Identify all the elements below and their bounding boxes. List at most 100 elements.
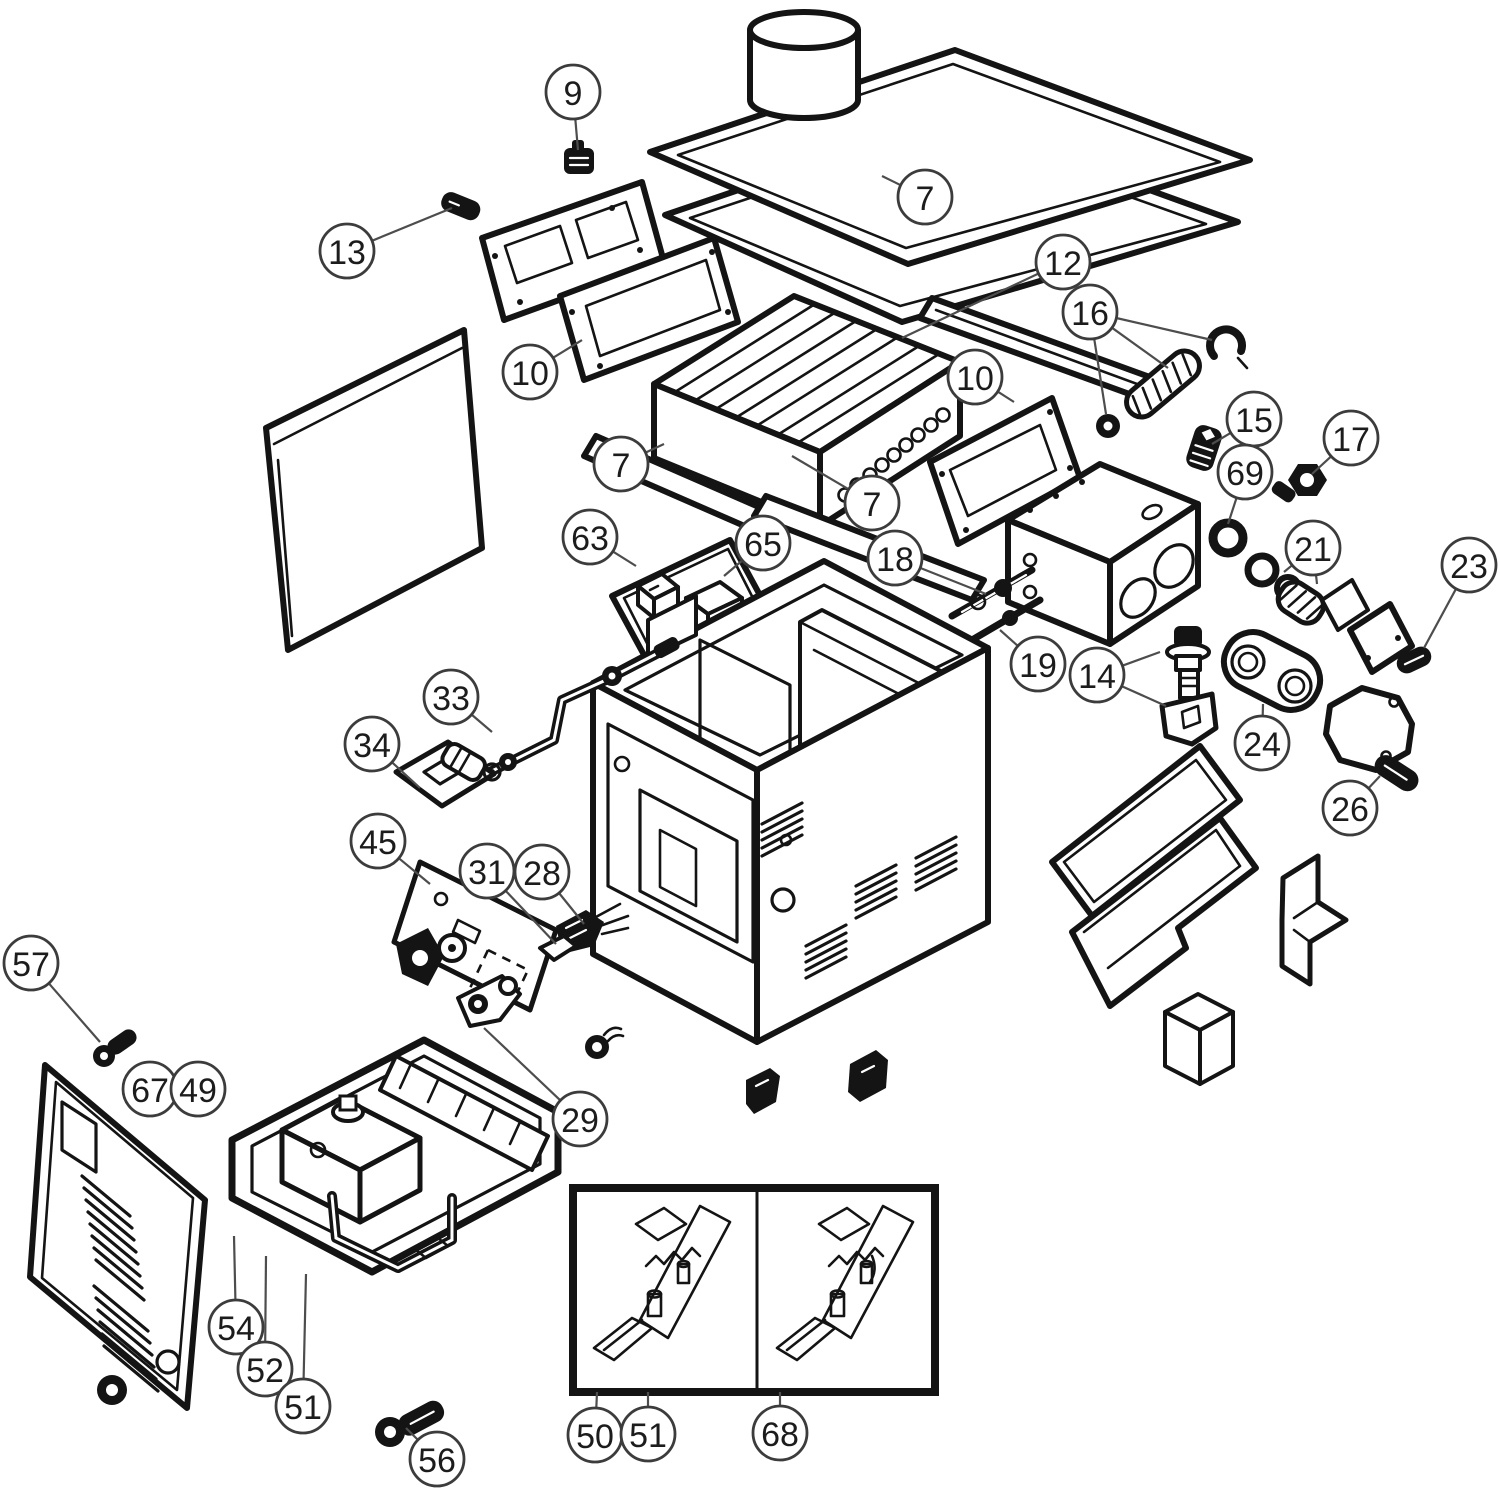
cabinet-feet bbox=[746, 1050, 888, 1114]
callout-45: 45 bbox=[349, 812, 431, 885]
spring bbox=[1124, 348, 1202, 420]
pilot-detail-inset bbox=[569, 1184, 939, 1396]
callout-12: 12 bbox=[901, 233, 1092, 339]
callout-52: 52 bbox=[236, 1255, 294, 1398]
callout-18: 18 bbox=[866, 529, 987, 596]
leader-line bbox=[470, 713, 493, 733]
leader-line bbox=[1226, 497, 1238, 525]
callout-number: 57 bbox=[12, 946, 50, 984]
leader-line bbox=[1111, 326, 1169, 369]
leader-line bbox=[371, 206, 453, 242]
leader-line bbox=[1423, 588, 1458, 649]
leader-line bbox=[574, 118, 580, 151]
callout-balloon bbox=[592, 435, 650, 493]
callout-balloon bbox=[408, 1430, 466, 1488]
callout-number: 51 bbox=[629, 1417, 667, 1455]
callout-number: 15 bbox=[1235, 402, 1273, 440]
callout-number: 49 bbox=[179, 1072, 217, 1110]
callout-50: 50 bbox=[566, 1391, 624, 1464]
callout-balloon bbox=[274, 1377, 332, 1435]
burner-rack bbox=[378, 1054, 550, 1172]
leader-line bbox=[558, 892, 585, 925]
callout-balloon bbox=[1284, 519, 1342, 577]
callout-number: 12 bbox=[1044, 245, 1082, 283]
valve-spring bbox=[1275, 579, 1326, 626]
right-side-panels bbox=[1049, 743, 1349, 1086]
callout-number: 68 bbox=[761, 1416, 799, 1454]
leader-line bbox=[264, 1255, 268, 1343]
callout-balloon bbox=[896, 168, 954, 226]
leader-line bbox=[791, 455, 850, 491]
callout-number: 26 bbox=[1331, 791, 1369, 829]
leader-line bbox=[1093, 338, 1108, 415]
callout-balloon bbox=[343, 715, 401, 773]
callout-balloon bbox=[2, 934, 60, 992]
callout-balloon bbox=[551, 1090, 609, 1148]
bypass-spring-parts bbox=[1096, 325, 1249, 438]
leader-line bbox=[999, 629, 1019, 647]
callout-number: 65 bbox=[744, 526, 782, 564]
side-hole bbox=[770, 887, 796, 913]
callout-number: 9 bbox=[564, 75, 583, 113]
leader-line bbox=[1121, 685, 1167, 708]
callout-balloon bbox=[843, 474, 901, 532]
callout-49: 49 bbox=[169, 1060, 227, 1118]
pilot-burner-assembly bbox=[456, 974, 522, 1028]
callout-number: 16 bbox=[1071, 295, 1109, 333]
leader-line bbox=[483, 1027, 562, 1102]
callout-10: 10 bbox=[946, 348, 1015, 406]
leader-line bbox=[1283, 564, 1293, 573]
callout-number: 67 bbox=[131, 1072, 169, 1110]
callout-65: 65 bbox=[723, 514, 792, 577]
leader-line bbox=[997, 390, 1015, 403]
rim-tab bbox=[646, 594, 698, 660]
callout-number: 23 bbox=[1450, 548, 1488, 586]
callout-number: 50 bbox=[576, 1418, 614, 1456]
inset-frame bbox=[569, 1184, 939, 1396]
callout-balloon bbox=[751, 1404, 809, 1462]
leader-line bbox=[645, 443, 665, 454]
callout-24: 24 bbox=[1233, 703, 1291, 772]
mounting-studs bbox=[948, 566, 1044, 644]
gas-valve bbox=[279, 1094, 423, 1225]
callout-67: 67 bbox=[121, 1060, 179, 1118]
callout-10: 10 bbox=[501, 339, 583, 401]
pipe-nipples-24 bbox=[1220, 629, 1324, 713]
callout-balloon bbox=[866, 529, 924, 587]
callout-17: 17 bbox=[1311, 409, 1380, 475]
callout-balloon bbox=[1321, 779, 1379, 837]
callout-57: 57 bbox=[2, 934, 101, 1043]
callout-number: 28 bbox=[523, 855, 561, 893]
leader-line bbox=[405, 1427, 419, 1441]
leader-line bbox=[723, 559, 744, 577]
callout-13: 13 bbox=[318, 206, 453, 280]
callout-7: 7 bbox=[881, 168, 954, 226]
leader-line bbox=[302, 1273, 308, 1380]
pilot-mini-drawing bbox=[592, 1204, 732, 1362]
pilot-bracket-34 bbox=[393, 739, 502, 809]
callout-balloon bbox=[544, 63, 602, 121]
callout-number: 52 bbox=[246, 1352, 284, 1390]
header-gasket bbox=[557, 235, 741, 383]
callout-number: 63 bbox=[571, 520, 609, 558]
leader-line bbox=[1311, 455, 1332, 475]
rollout-switch bbox=[538, 902, 630, 962]
nut-9 bbox=[564, 140, 594, 174]
nut-17 bbox=[1271, 464, 1327, 503]
manifold-pipe bbox=[327, 1191, 457, 1273]
callout-number: 7 bbox=[916, 180, 935, 218]
callout-number: 29 bbox=[561, 1102, 599, 1140]
leader-line bbox=[232, 1235, 237, 1301]
callout-balloon bbox=[318, 222, 376, 280]
leader-line bbox=[552, 339, 583, 359]
callout-7: 7 bbox=[592, 435, 665, 493]
callout-number: 45 bbox=[359, 824, 397, 862]
leader-line bbox=[1211, 431, 1232, 445]
callout-balloon bbox=[946, 348, 1004, 406]
callout-34: 34 bbox=[343, 715, 421, 789]
callout-number: 56 bbox=[418, 1442, 456, 1480]
callout-9: 9 bbox=[544, 63, 602, 151]
screw-13 bbox=[441, 192, 481, 221]
control-mounting-plate bbox=[391, 859, 559, 1013]
callout-number: 7 bbox=[863, 486, 882, 524]
